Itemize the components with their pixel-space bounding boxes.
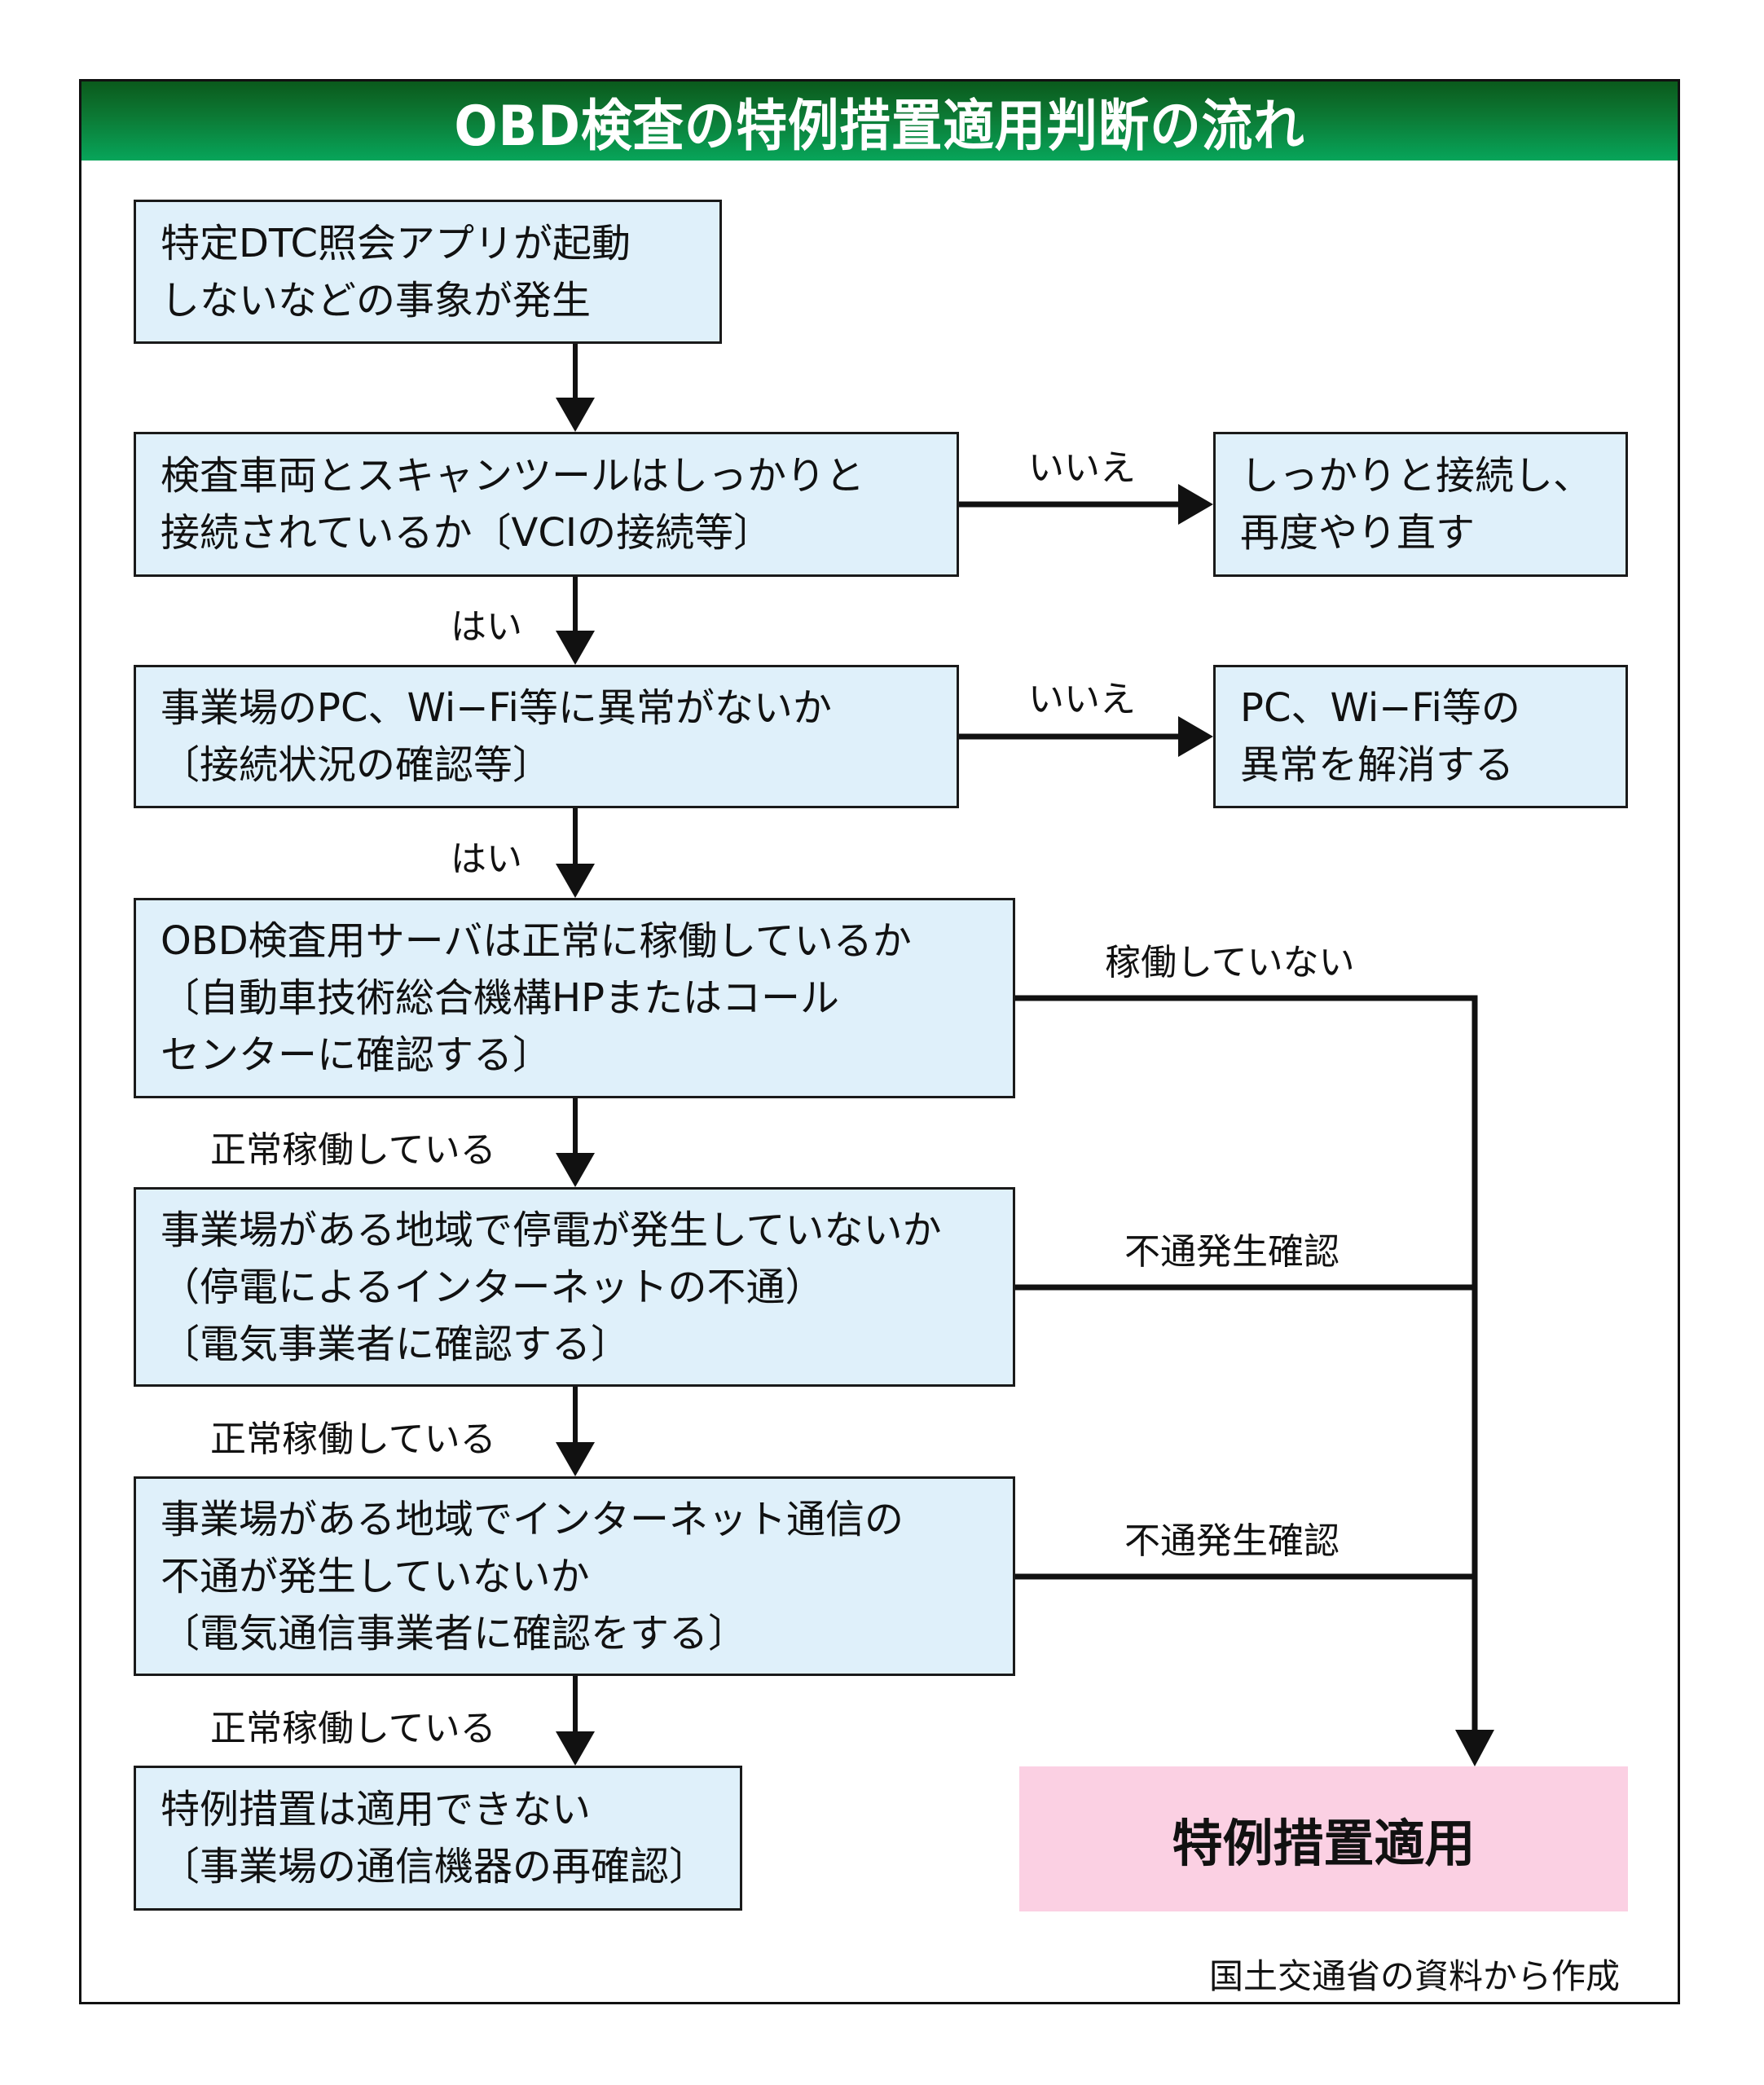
edge-label-q3-yes: 正常稼働している bbox=[210, 1129, 496, 1171]
node-start: 特定DTC照会アプリが起動 しないなどの事象が発生 bbox=[134, 200, 722, 344]
node-text: しっかりと接続し、 bbox=[1240, 453, 1593, 499]
node-text: 検査車両とスキャンツールはしっかりと bbox=[161, 453, 865, 499]
node-text: しないなどの事象が発生 bbox=[161, 277, 592, 323]
node-text: 異常を解消する bbox=[1240, 742, 1515, 788]
edge-label-q4-yes: 正常稼働している bbox=[210, 1419, 496, 1460]
node-q5-internet: 事業場がある地域でインターネット通信の 不通が発生していないか 〔電気通信事業者… bbox=[134, 1476, 1015, 1676]
node-text: 〔電気通信事業者に確認をする〕 bbox=[161, 1610, 748, 1656]
node-text: （停電によるインターネットの不通） bbox=[161, 1264, 825, 1310]
edge-label-q5-no: 不通発生確認 bbox=[1124, 1520, 1339, 1562]
node-q3-server: OBD検査用サーバは正常に稼働しているか 〔自動車技術総合機構HPまたはコール … bbox=[134, 898, 1015, 1098]
edge-label-q1-no: いいえ bbox=[1028, 447, 1136, 489]
node-text: 特定DTC照会アプリが起動 bbox=[161, 220, 631, 266]
node-q1-connection: 検査車両とスキャンツールはしっかりと 接続されているか〔VCIの接続等〕 bbox=[134, 432, 959, 577]
node-text: 接続されているか〔VCIの接続等〕 bbox=[161, 510, 773, 556]
edge-label-q1-yes: はい bbox=[451, 606, 522, 648]
edge-label-q2-no: いいえ bbox=[1028, 679, 1136, 720]
edge-label-q2-yes: はい bbox=[451, 838, 522, 880]
node-q2-pc-wifi: 事業場のPC、Wi−Fi等に異常がないか 〔接続状況の確認等〕 bbox=[134, 665, 959, 808]
edge-label-q5-yes: 正常稼働している bbox=[210, 1708, 496, 1749]
node-text: PC、Wi−Fi等の bbox=[1240, 685, 1520, 731]
source-credit: 国土交通省の資料から作成 bbox=[1209, 1956, 1621, 1996]
node-text: 事業場がある地域で停電が発生していないか bbox=[161, 1207, 942, 1253]
diagram-title: OBD検査の特例措置適用判断の流れ bbox=[454, 95, 1305, 159]
edge-label-q4-no: 不通発生確認 bbox=[1124, 1231, 1339, 1273]
title-banner: OBD検査の特例措置適用判断の流れ bbox=[79, 79, 1680, 161]
node-text: 〔自動車技術総合機構HPまたはコール bbox=[161, 975, 840, 1021]
node-a1-reconnect: しっかりと接続し、 再度やり直す bbox=[1213, 432, 1628, 577]
node-text: 事業場のPC、Wi−Fi等に異常がないか bbox=[161, 685, 832, 731]
node-text: OBD検査用サーバは正常に稼働しているか bbox=[161, 918, 912, 964]
node-text: 特例措置適用 bbox=[1172, 1814, 1476, 1873]
node-end-applicable: 特例措置適用 bbox=[1019, 1766, 1628, 1911]
node-text: 特例措置は適用できない bbox=[161, 1787, 592, 1832]
node-text: センターに確認する〕 bbox=[161, 1032, 552, 1078]
node-text: 〔事業場の通信機器の再確認〕 bbox=[161, 1844, 709, 1889]
node-text: 不通が発生していないか bbox=[161, 1553, 590, 1599]
edge-label-q3-no: 稼働していない bbox=[1105, 942, 1355, 983]
node-q4-power-outage: 事業場がある地域で停電が発生していないか （停電によるインターネットの不通） 〔… bbox=[134, 1187, 1015, 1387]
node-end-not-applicable: 特例措置は適用できない 〔事業場の通信機器の再確認〕 bbox=[134, 1766, 742, 1911]
node-text: 再度やり直す bbox=[1240, 510, 1476, 556]
node-text: 〔接続状況の確認等〕 bbox=[161, 742, 552, 788]
node-text: 事業場がある地域でインターネット通信の bbox=[161, 1496, 904, 1542]
node-a2-fix-pc: PC、Wi−Fi等の 異常を解消する bbox=[1213, 665, 1628, 808]
node-text: 〔電気事業者に確認する〕 bbox=[161, 1321, 631, 1367]
